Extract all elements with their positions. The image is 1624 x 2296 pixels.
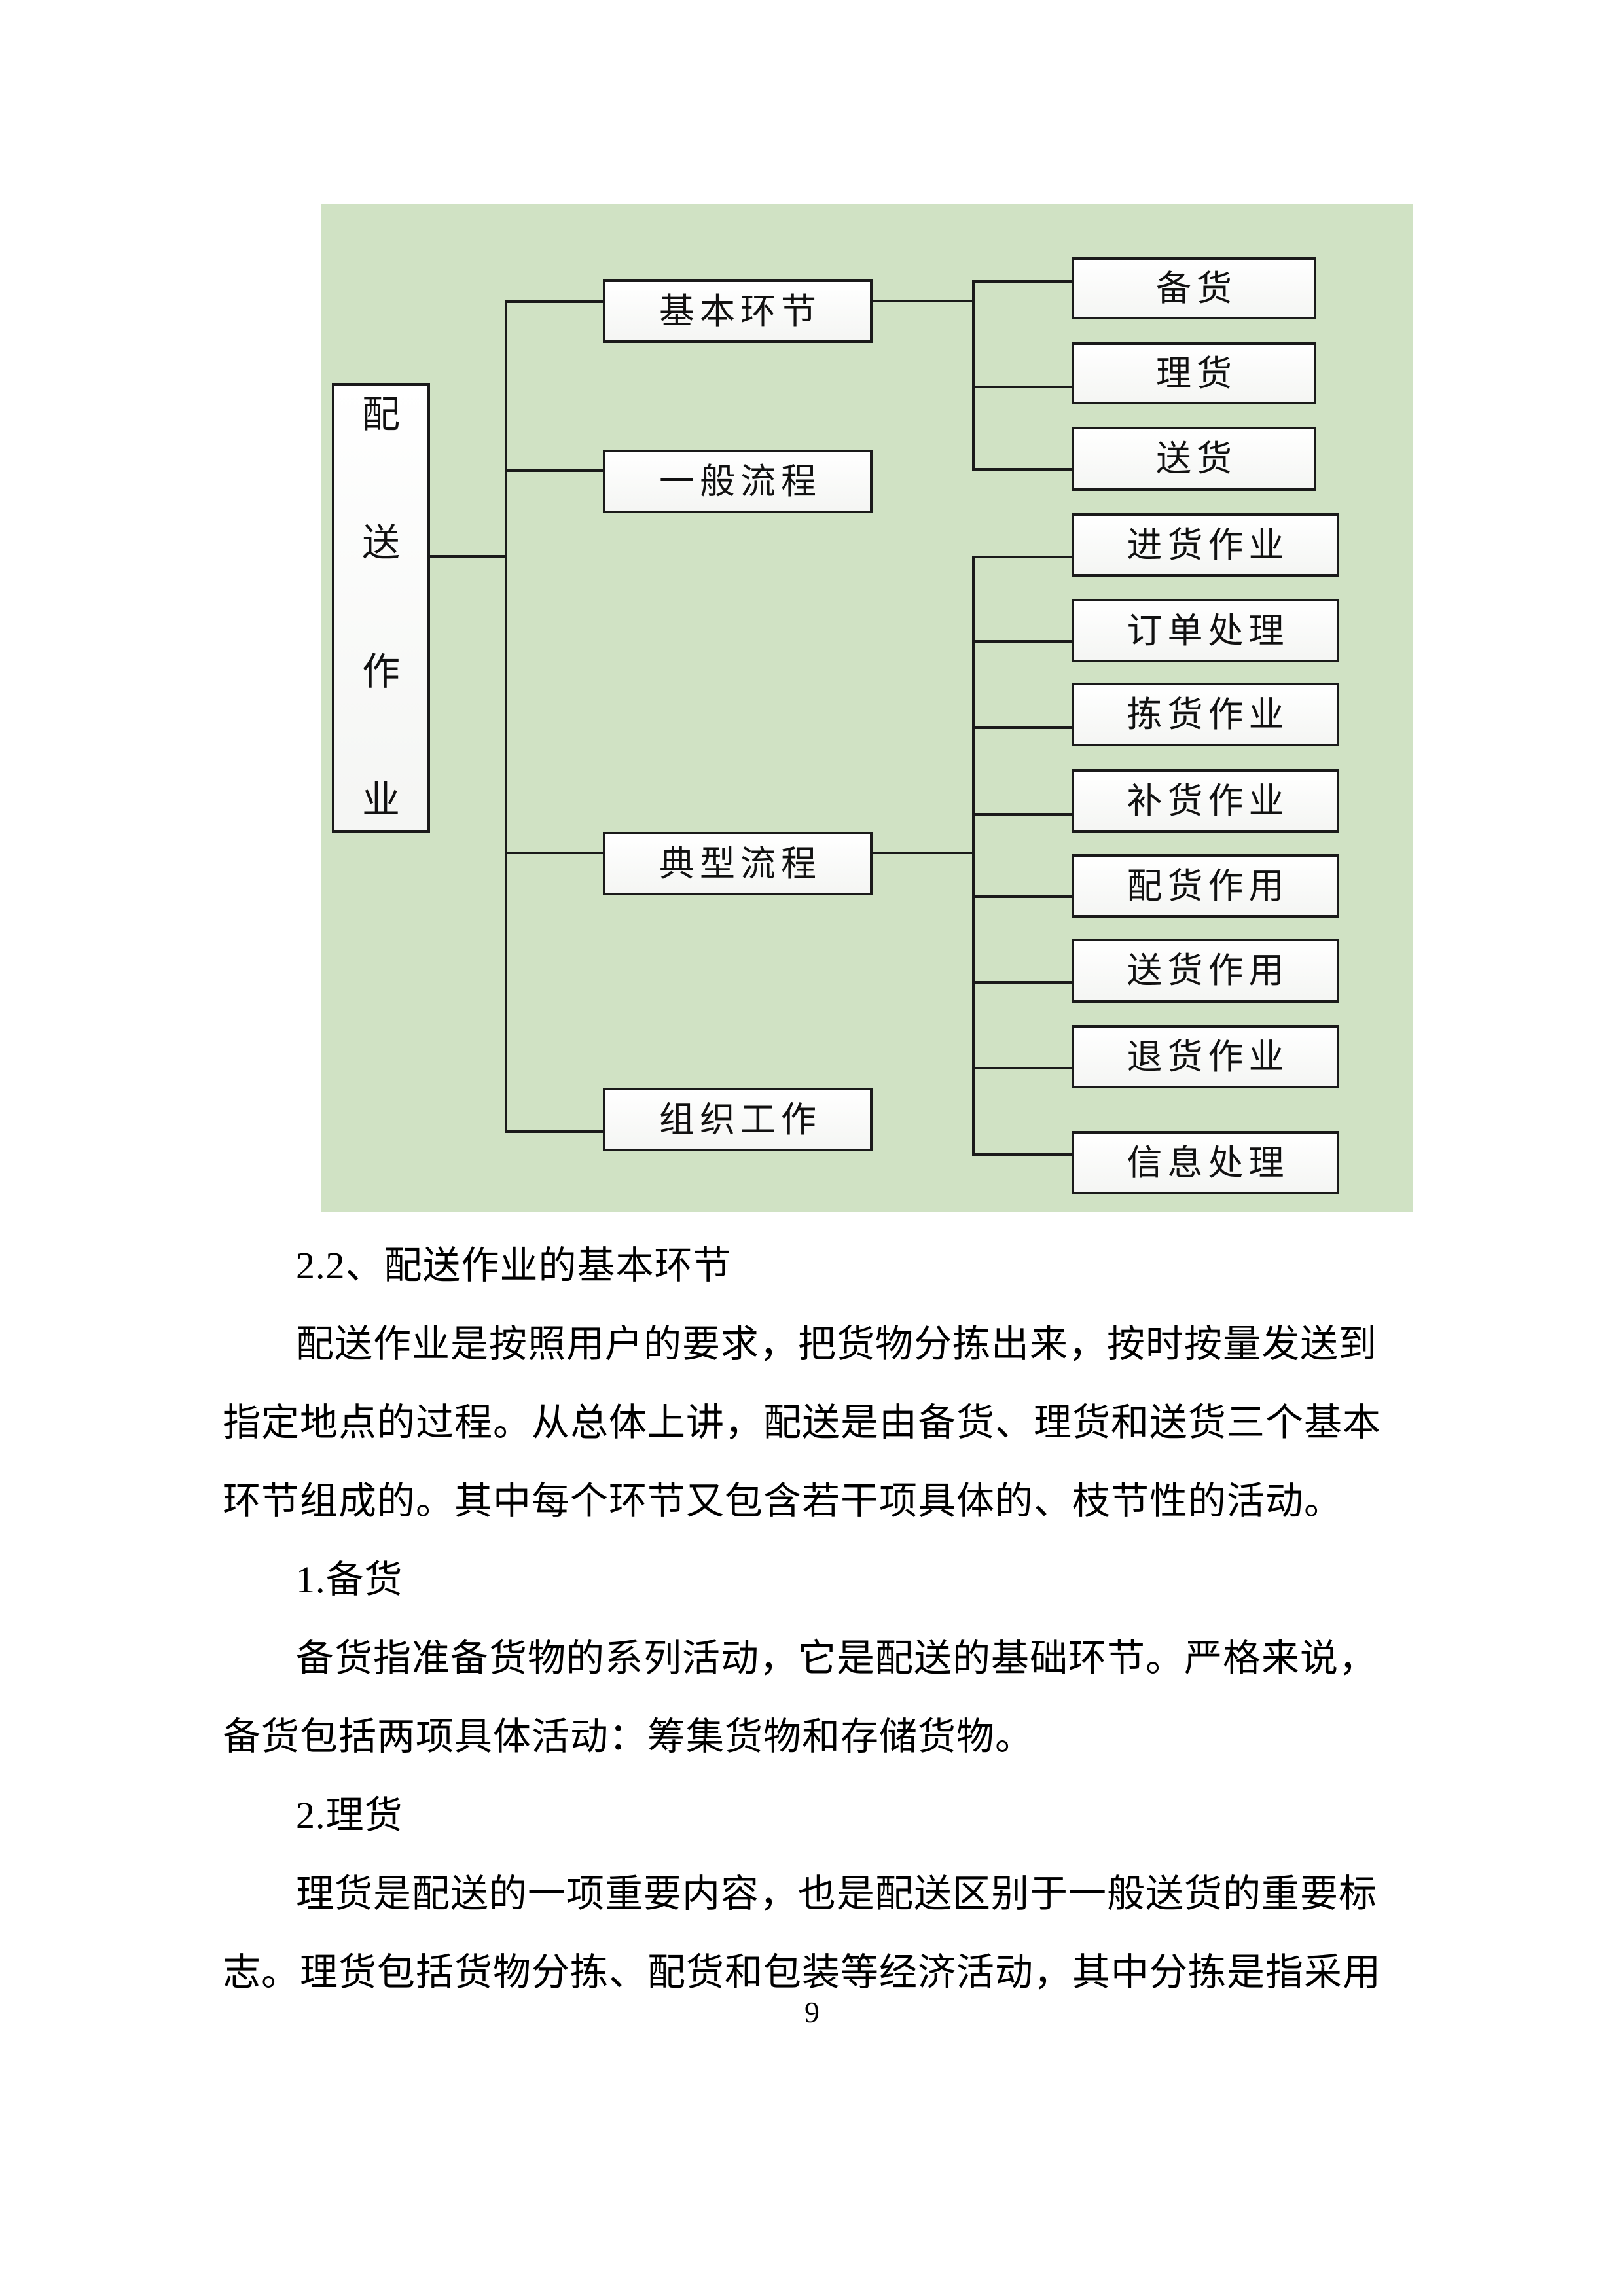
diagram-box-allocation-function: 配货作用: [1072, 854, 1339, 918]
page-number: 9: [804, 1996, 820, 2029]
diagram-box-replenishment-operation: 补货作业: [1072, 769, 1339, 833]
diagram-box-typical-process: 典型流程: [603, 832, 873, 895]
connector-to-order-processing: [972, 640, 1072, 643]
connector-to-inbound: [972, 556, 1072, 558]
diagram-box-prepare-goods: 备货: [1072, 257, 1316, 319]
connector-to-general-process: [505, 469, 603, 472]
connector-to-replenishment: [972, 813, 1072, 816]
list-item-heading: 1.备货: [296, 1558, 403, 1601]
connector-typical-to-spine: [873, 852, 975, 854]
connector-to-prepare-goods: [972, 280, 1072, 283]
diagram-box-delivery-function: 送货作用: [1072, 939, 1339, 1003]
body-line: 备货包括两项具体活动：筹集货物和存储货物。: [223, 1715, 1034, 1758]
body-line: 环节组成的。其中每个环节又包含若干项具体的、枝节性的活动。: [223, 1480, 1343, 1522]
diagram-box-returns-operation: 退货作业: [1072, 1025, 1339, 1088]
diagram-box-basic-links: 基本环节: [603, 279, 873, 343]
diagram-box-order-processing: 订单处理: [1072, 599, 1339, 662]
connector-spine-typical: [972, 556, 975, 1156]
body-line: 指定地点的过程。从总体上讲，配送是由备货、理货和送货三个基本: [223, 1401, 1382, 1444]
connector-to-organization-work: [505, 1130, 603, 1133]
body-line: 志。理货包括货物分拣、配货和包装等经济活动，其中分拣是指采用: [223, 1951, 1382, 1994]
body-line: 配送作业是按照用户的要求，把货物分拣出来，按时按量发送到: [296, 1323, 1378, 1365]
distribution-operations-diagram: 配 送 作 业 基本环节 一般流程 典型流程 组织工作 备货 理货 送货 进货作…: [321, 204, 1413, 1212]
section-heading: 2.2、配送作业的基本环节: [296, 1244, 732, 1287]
root-char: 作: [361, 650, 400, 693]
diagram-box-deliver-goods: 送货: [1072, 427, 1316, 491]
diagram-box-information-processing: 信息处理: [1072, 1131, 1339, 1194]
connector-to-information: [972, 1153, 1072, 1156]
root-char: 配: [361, 393, 400, 436]
connector-root-to-spine: [430, 555, 507, 558]
diagram-box-general-process: 一般流程: [603, 450, 873, 513]
diagram-box-root: 配 送 作 业: [332, 383, 430, 833]
diagram-box-picking-operation: 拣货作业: [1072, 683, 1339, 746]
connector-to-basic-links: [505, 300, 603, 303]
connector-spine-root: [505, 300, 507, 1133]
root-char: 业: [361, 778, 400, 821]
connector-basic-to-spine: [873, 300, 975, 302]
connector-to-delivery-function: [972, 981, 1072, 984]
connector-to-deliver-goods: [972, 468, 1072, 471]
connector-to-picking: [972, 726, 1072, 729]
diagram-box-inbound-operation: 进货作业: [1072, 513, 1339, 577]
body-line: 备货指准备货物的系列活动，它是配送的基础环节。严格来说，: [296, 1637, 1378, 1679]
connector-to-allocation: [972, 895, 1072, 898]
connector-to-returns: [972, 1067, 1072, 1069]
root-char: 送: [361, 522, 400, 565]
list-item-heading: 2.理货: [296, 1794, 403, 1837]
connector-spine-basic: [972, 280, 975, 471]
body-line: 理货是配送的一项重要内容，也是配送区别于一般送货的重要标: [296, 1873, 1378, 1915]
connector-to-typical-process: [505, 852, 603, 854]
diagram-box-tally-goods: 理货: [1072, 342, 1316, 404]
diagram-box-organization-work: 组织工作: [603, 1088, 873, 1151]
connector-to-tally-goods: [972, 386, 1072, 388]
